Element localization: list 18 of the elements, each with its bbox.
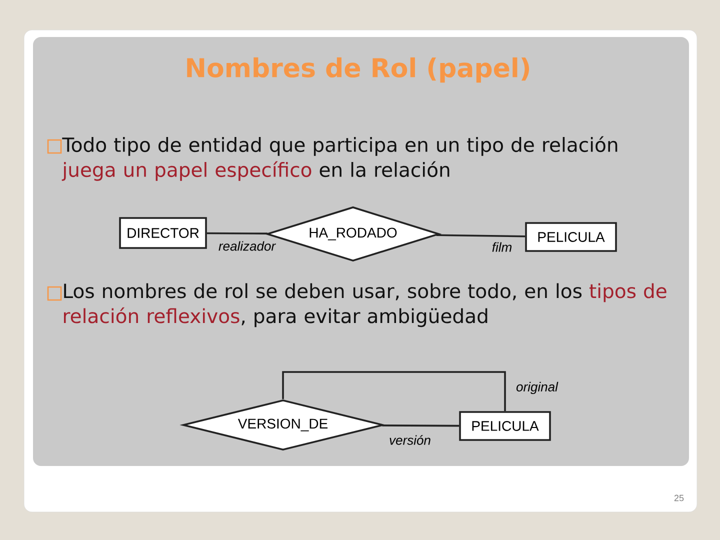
label: tipos de [589,283,666,302]
entity-box: PELICULA [525,222,617,252]
role-label: original [516,382,558,394]
connector-line [436,234,526,238]
label: , para evitar ambigüedad [242,308,488,328]
slide-number: 25 [674,494,684,502]
title: Nombres de Rol (papel) [187,57,530,83]
connector-line [382,424,460,427]
connector-line [206,232,268,234]
entity-box: DIRECTOR [119,217,207,249]
role-label: film [492,242,512,252]
connector-line [282,371,506,412]
bullet-text: Los nombres de rol se deben usar, sobre todo, en los tipos de relación reflexivos, para evitar ambigüedad [64,283,666,328]
bullet-text: Todo tipo de entidad que participa en un tipo de relación juega un papel específico en la relación [62,136,618,181]
role-label: versión [390,435,430,445]
label: relación reflexivos [64,307,240,324]
label: Los nombres de rol se deben usar, sobre todo, en los [64,283,582,300]
entity-box: PELICULA [459,411,551,441]
